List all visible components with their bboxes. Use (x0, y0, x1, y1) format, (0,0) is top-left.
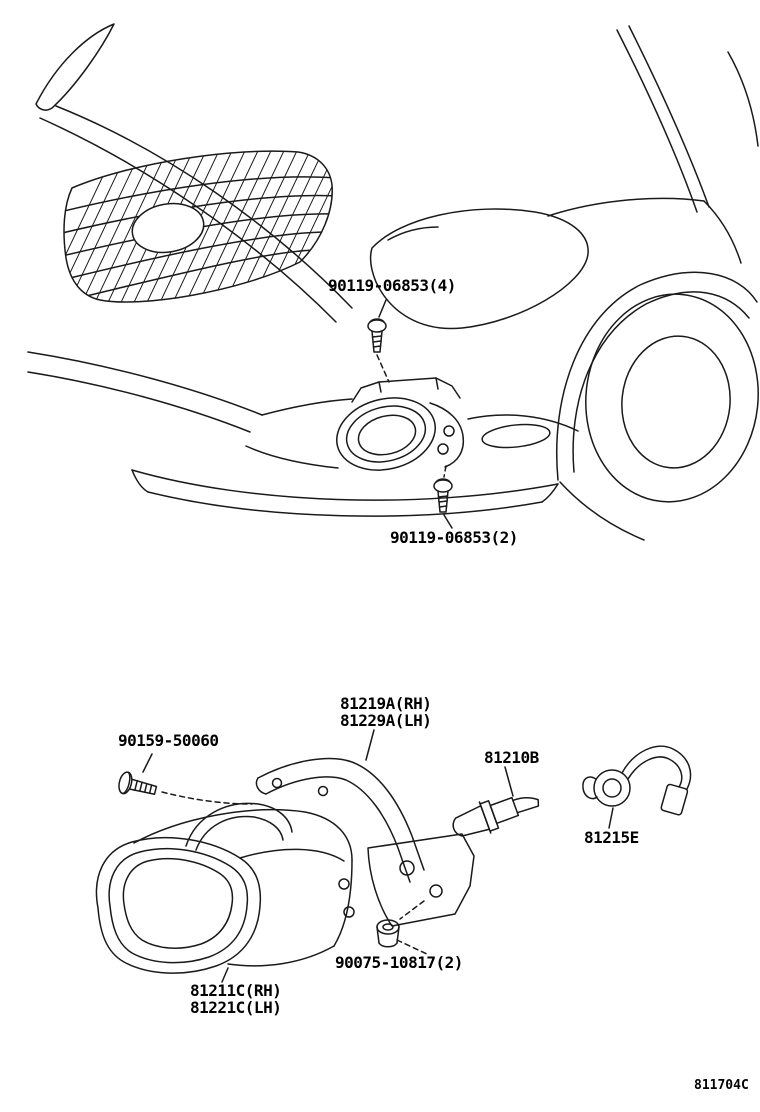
bulb-socket (582, 745, 692, 816)
socket-wire-outer (621, 745, 692, 790)
bulb-base (489, 796, 520, 825)
grille-outline (63, 150, 333, 303)
lamp-retainer-strap (185, 802, 293, 847)
fog-lamp-installed (336, 377, 465, 471)
socket-tab (582, 776, 598, 800)
leader-mount-screw (142, 753, 153, 773)
part-label-bolt-top[interactable]: 90119-06853(4) (328, 276, 456, 295)
grille (63, 150, 333, 303)
grille-hatching (64, 151, 333, 303)
tire (585, 293, 759, 503)
bracket-base-plate (367, 833, 475, 927)
part-label-mount-screw[interactable]: 90159-50060 (118, 731, 219, 750)
bracket-strap-inner (265, 776, 411, 883)
bumper-vent (481, 423, 551, 449)
part-label-lamp-lh[interactable]: 81221C(LH) (190, 998, 282, 1017)
bracket-strap-outer (257, 757, 425, 871)
a-pillar-line-right (628, 25, 710, 208)
hood-corner (35, 23, 115, 111)
lamp-body-right (333, 859, 353, 947)
part-label-nut[interactable]: 90075-10817(2) (335, 953, 463, 972)
mount-screw (118, 771, 158, 795)
part-label-bulb[interactable]: 81210B (484, 748, 539, 767)
front-bumper (27, 351, 579, 517)
roof-edge (727, 51, 759, 147)
leader-nut-dashed (396, 900, 430, 956)
bracket-hole-2 (317, 785, 329, 797)
headlight (369, 208, 589, 330)
bracket-hole-1 (271, 777, 283, 789)
lamp-body-bottom (227, 945, 335, 967)
fog-lamp-bracket-top (351, 377, 461, 403)
leader-bolt-bottom (443, 514, 453, 529)
rocker-line (559, 481, 645, 541)
leader-bulb (504, 766, 514, 797)
socket-wire-inner (627, 756, 683, 788)
wheel-arch-inner (572, 291, 750, 473)
leader-lamp (221, 967, 229, 983)
bolt-top (367, 318, 387, 353)
wire-connector (660, 783, 689, 816)
socket-body (593, 769, 631, 807)
leader-bolt-bottom-dashed (443, 465, 447, 478)
headlight-outline (369, 208, 589, 330)
cowl-line (547, 197, 705, 217)
leader-mount-screw-dashed (161, 791, 253, 805)
part-label-socket[interactable]: 81215E (584, 828, 639, 847)
fog-housing-side (429, 402, 465, 468)
fog-lamp-unit (95, 802, 355, 974)
car-front-outline (35, 23, 759, 323)
headlight-detail (387, 226, 439, 241)
nut (376, 919, 400, 948)
leader-bracket (365, 729, 375, 761)
mounting-bracket (255, 757, 475, 927)
wheel-rim (621, 335, 731, 469)
part-label-lamp-rh[interactable]: 81211C(RH) (190, 981, 282, 1000)
emblem (131, 202, 205, 254)
grille-bars (64, 176, 333, 298)
leader-bolt-top-dashed (376, 354, 390, 383)
lamp-body-top (133, 809, 353, 861)
leader-bolt-top (378, 299, 387, 318)
bulb-terminal (512, 797, 540, 814)
part-label-bolt-bottom[interactable]: 90119-06853(2) (390, 528, 518, 547)
hood-shutline-inner (55, 105, 353, 309)
bolt-bottom (433, 478, 453, 513)
front-wheel (556, 271, 759, 541)
part-label-bracket-lh[interactable]: 81229A(LH) (340, 711, 432, 730)
a-pillar-line-left (616, 29, 698, 213)
part-label-bracket-rh[interactable]: 81219A(RH) (340, 694, 432, 713)
diagram-code: 811704C (694, 1078, 749, 1093)
fender-line (703, 200, 742, 264)
lamp-lens-outer (95, 836, 262, 974)
wheel-arch-outer (556, 271, 758, 481)
fog-lens-outer (336, 397, 436, 471)
leader-socket (608, 807, 614, 829)
fog-lamp-bulb (452, 796, 540, 837)
bulb-glass (452, 805, 491, 837)
